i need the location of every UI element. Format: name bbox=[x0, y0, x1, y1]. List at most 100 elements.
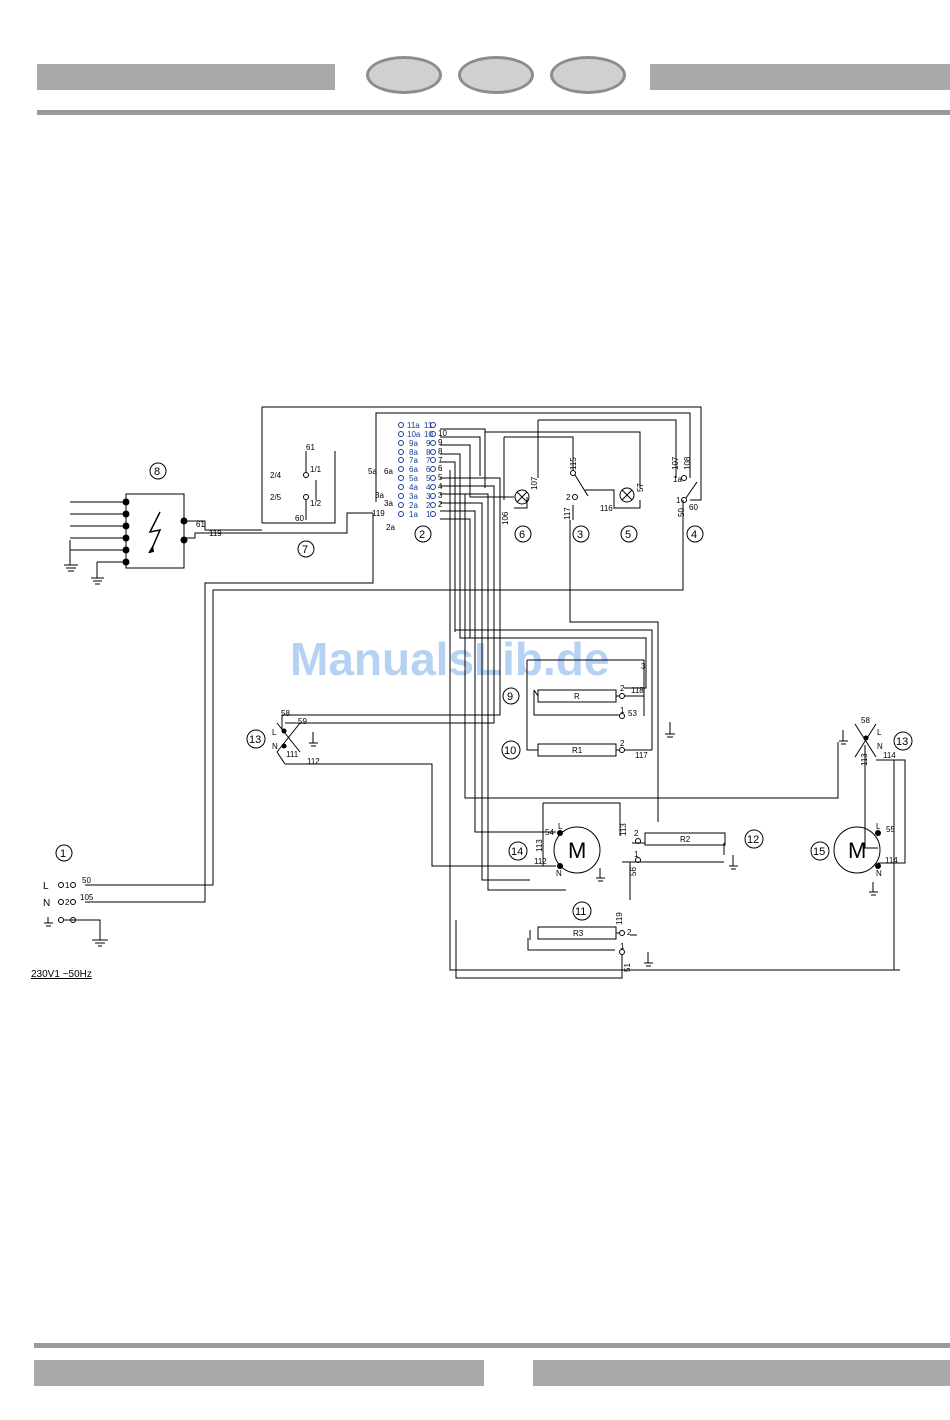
component-5-number: 5 bbox=[625, 529, 631, 541]
motor-14-M: M bbox=[568, 838, 586, 863]
supply-term-2: 2 bbox=[65, 898, 70, 907]
heater-R3-wire-51: 51 bbox=[623, 963, 632, 972]
fan-13-right-wire-58: 58 bbox=[861, 716, 870, 725]
heater-R2-wire-113: 113 bbox=[619, 823, 628, 836]
heater-R2-wire-56: 56 bbox=[629, 867, 638, 876]
switch-7-contacts bbox=[303, 451, 317, 520]
component-8-marker bbox=[149, 462, 167, 480]
heater-contacts bbox=[533, 689, 653, 753]
terminal-right-3: 3 bbox=[426, 492, 431, 501]
label-6a: 6a bbox=[384, 467, 393, 476]
component-10-number: 10 bbox=[504, 745, 516, 757]
terminal-right-6: 6 bbox=[426, 465, 431, 474]
supply-terminals bbox=[44, 882, 108, 947]
header-bar-left bbox=[37, 64, 335, 90]
heater-R2-label: R2 bbox=[680, 835, 691, 844]
component-13-right-marker bbox=[893, 731, 913, 751]
terminal-left-4a: 4a bbox=[409, 483, 418, 492]
component-6-marker bbox=[514, 525, 532, 543]
terminal-extra-6: 6 bbox=[438, 464, 443, 473]
block-8-inputs bbox=[64, 498, 188, 585]
switch-3-wire-115: 115 bbox=[569, 457, 578, 470]
lamp-6-icon bbox=[514, 489, 530, 505]
component-5-marker bbox=[620, 525, 638, 543]
fan-13-left-switch bbox=[276, 722, 318, 765]
header-tab-1[interactable] bbox=[366, 56, 442, 94]
terminal-block-2: 11a 10a 9a 8a 7a 6a 5a 4a 3a 2a 1a 11 10… bbox=[398, 421, 447, 519]
switch-3-pos-2: 2 bbox=[566, 493, 571, 502]
terminal-left-9a: 9a bbox=[409, 439, 418, 448]
terminal-left-7a: 7a bbox=[409, 456, 418, 465]
component-13-left-marker bbox=[246, 729, 266, 749]
header-tab-2[interactable] bbox=[458, 56, 534, 94]
switch-7-label-11: 1/1 bbox=[310, 465, 322, 474]
lamp-5-wire-57: 57 bbox=[636, 483, 645, 492]
label-3a-lower: 3a bbox=[384, 499, 393, 508]
heater-R1-label: R1 bbox=[572, 746, 583, 755]
motor-15-M: M bbox=[848, 838, 866, 863]
block-8-wire-61: 61 bbox=[196, 520, 205, 529]
heater-R-pos-3: 3 bbox=[641, 662, 646, 671]
lamp-6-wire-107: 107 bbox=[530, 476, 539, 490]
switch-4-wire-107: 107 bbox=[671, 456, 680, 470]
motor-14-L: L bbox=[558, 822, 563, 831]
component-8-number: 8 bbox=[154, 466, 160, 478]
switch-7-label-250: 2/5 bbox=[270, 493, 282, 502]
heater-R1-pos-2: 2 bbox=[620, 739, 625, 748]
fan-13-left-N-node bbox=[281, 743, 287, 749]
block-8 bbox=[125, 493, 185, 569]
switch-7-label-12: 1/2 bbox=[310, 499, 322, 508]
lamp-6-wire-106: 106 bbox=[501, 511, 510, 525]
motor-14-L-node bbox=[557, 830, 563, 836]
switch-7-wire-61: 61 bbox=[306, 443, 315, 452]
switch-4-wire-50: 50 bbox=[677, 508, 686, 517]
switch-7-label-240: 2/4 bbox=[270, 471, 282, 480]
fan-13-left-wire-59: 59 bbox=[298, 717, 307, 726]
heater-R-pos-2: 2 bbox=[620, 684, 625, 693]
component-9-number: 9 bbox=[507, 691, 513, 703]
header-tab-3[interactable] bbox=[550, 56, 626, 94]
switch-3-contacts bbox=[570, 470, 589, 500]
terminal-extra-5: 5 bbox=[438, 473, 443, 482]
terminal-left-5a: 5a bbox=[409, 474, 418, 483]
terminal-right-7: 7 bbox=[426, 456, 431, 465]
terminal-right-5: 5 bbox=[426, 474, 431, 483]
terminal-extra-9: 9 bbox=[438, 438, 443, 447]
supply-wire-105: 105 bbox=[80, 893, 94, 902]
terminal-right-1: 1 bbox=[426, 510, 431, 519]
switch-3-wire-116: 116 bbox=[600, 504, 613, 513]
component-15-marker bbox=[810, 841, 830, 861]
component-9-marker bbox=[502, 687, 520, 705]
terminal-extra-4: 4 bbox=[438, 482, 443, 491]
heater-R1-wire-117: 117 bbox=[635, 751, 648, 760]
label-wire-119: 119 bbox=[372, 509, 385, 518]
motor-15-N-node bbox=[875, 863, 881, 869]
fan-13-left-wire-112: 112 bbox=[307, 757, 320, 766]
motor-15-L: L bbox=[876, 822, 881, 831]
component-6-number: 6 bbox=[519, 529, 525, 541]
component-4-number: 4 bbox=[691, 529, 697, 541]
footer-bar-left bbox=[34, 1360, 484, 1386]
terminal-left-11a: 11a bbox=[407, 421, 420, 430]
supply-L-label: L bbox=[43, 881, 49, 892]
fan-13-right-node bbox=[863, 735, 869, 741]
label-5a: 5a bbox=[368, 467, 377, 476]
fan-13-right-switch bbox=[839, 723, 877, 758]
label-3a-upper: 3a bbox=[375, 491, 384, 500]
terminal-extra-2: 2 bbox=[438, 500, 443, 509]
component-12-marker bbox=[744, 829, 764, 849]
component-11-number: 11 bbox=[575, 906, 586, 918]
fan-13-left-wire-111: 111 bbox=[286, 750, 299, 759]
lamp-5-icon bbox=[619, 487, 635, 503]
component-13-left-number: 13 bbox=[249, 734, 261, 746]
footer-rule bbox=[34, 1343, 950, 1348]
fan-13-left-N: N bbox=[272, 742, 278, 751]
fan-13-left-wire-58: 58 bbox=[281, 709, 290, 718]
motor-14-N: N bbox=[556, 869, 562, 878]
heater-R3-contacts bbox=[616, 930, 653, 967]
heater-R2-pos-2: 2 bbox=[634, 829, 639, 838]
terminal-extra-10: 10 bbox=[438, 429, 447, 438]
component-12-number: 12 bbox=[747, 834, 759, 846]
terminal-left-10a: 10a bbox=[407, 430, 421, 439]
component-1-marker bbox=[55, 844, 73, 862]
